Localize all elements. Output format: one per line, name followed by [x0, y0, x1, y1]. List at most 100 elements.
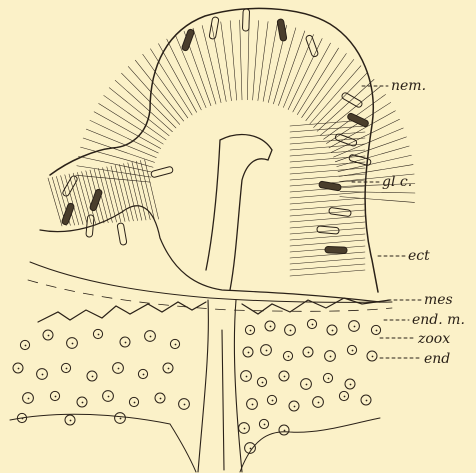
ectoderm-hatch-line	[335, 137, 406, 162]
label-gland-cell: gl c.	[382, 175, 412, 189]
ectoderm-hatch-line	[297, 48, 338, 115]
zooxanthella-nucleus	[108, 396, 110, 398]
ectoderm-hatch-line	[135, 60, 183, 121]
ectoderm-hatch-line	[124, 164, 138, 221]
ectoderm-hatch-line	[202, 25, 221, 102]
ectoderm-hatch-line	[290, 162, 365, 168]
nematocyst-capsule	[61, 203, 75, 226]
zooxanthella-nucleus	[248, 352, 250, 354]
ectoderm-hatch-line	[290, 204, 365, 210]
nematocyst-capsule	[242, 9, 249, 31]
endoderm-membrane	[38, 298, 390, 322]
zooxanthella-nucleus	[48, 335, 50, 337]
zooxanthellae-cells	[13, 319, 381, 453]
axial-canal	[206, 135, 272, 290]
ectoderm-hatch-line	[103, 168, 117, 223]
ectoderm-hatch-line	[290, 198, 365, 204]
zooxanthella-nucleus	[72, 343, 74, 345]
zooxanthella-nucleus	[352, 350, 354, 352]
zooxanthella-nucleus	[82, 402, 84, 404]
ectoderm-hatch-line	[290, 216, 365, 222]
zooxanthella-nucleus	[250, 448, 252, 450]
ectoderm-hatch-line	[290, 234, 365, 240]
ectoderm-hatch-line	[263, 23, 277, 101]
zooxanthella-nucleus	[266, 350, 268, 352]
nematocyst-capsule	[181, 29, 195, 52]
zooxanthella-nucleus	[376, 330, 378, 332]
ectoderm-hatch-line	[290, 210, 365, 216]
ectoderm-hatch-line	[290, 270, 365, 276]
zooxanthella-nucleus	[284, 430, 286, 432]
label-zooxanthellae: zoox	[418, 332, 450, 346]
zooxanthella-nucleus	[28, 398, 30, 400]
ectoderm-hatch-line	[283, 34, 313, 107]
nematocyst-capsule	[277, 19, 287, 42]
ectoderm-hatch-line	[253, 21, 259, 100]
ectoderm-hatch-line	[111, 166, 125, 222]
zooxanthella-nucleus	[55, 396, 57, 398]
ectoderm-hatch-line	[94, 112, 161, 149]
ectoderm-hatch-line	[290, 168, 365, 174]
ectoderm-hatch-line	[290, 240, 365, 246]
zooxanthella-nucleus	[306, 384, 308, 386]
ectoderm-hatching	[48, 20, 415, 276]
nematocyst-capsule	[117, 223, 127, 246]
zooxanthella-nucleus	[354, 326, 356, 328]
zooxanthella-nucleus	[250, 330, 252, 332]
ectoderm-hatch-line	[290, 126, 365, 132]
zooxanthella-nucleus	[308, 352, 310, 354]
zooxanthella-nucleus	[160, 398, 162, 400]
zooxanthella-nucleus	[294, 406, 296, 408]
ectoderm-hatch-line	[128, 163, 142, 221]
zooxanthella-nucleus	[246, 376, 248, 378]
zooxanthella-nucleus	[66, 368, 68, 370]
zooxanthella-nucleus	[25, 345, 27, 347]
zooxanthella-nucleus	[134, 402, 136, 404]
ectoderm-hatch-line	[78, 156, 152, 172]
ectoderm-hatch-line	[80, 147, 153, 167]
ectoderm-hatch-line	[48, 178, 62, 226]
ectoderm-hatch-line	[290, 264, 365, 270]
ectoderm-hatch-line	[340, 192, 415, 193]
zooxanthella-nucleus	[175, 344, 177, 346]
ectoderm-hatch-line	[230, 21, 237, 100]
zooxanthella-nucleus	[70, 420, 72, 422]
ectoderm-hatch-line	[290, 192, 365, 198]
zooxanthella-nucleus	[150, 336, 152, 338]
nematocyst-capsule	[305, 35, 319, 58]
ectoderm-hatch-line	[290, 156, 365, 162]
zooxanthella-nucleus	[42, 374, 44, 376]
zooxanthella-nucleus	[330, 356, 332, 358]
zooxanthella-nucleus	[18, 368, 20, 370]
zooxanthella-nucleus	[264, 424, 266, 426]
ectoderm-hatch-line	[90, 120, 158, 153]
zooxanthella-nucleus	[290, 330, 292, 332]
zooxanthella-nucleus	[143, 374, 145, 376]
zooxanthella-nucleus	[98, 334, 100, 336]
zooxanthella-nucleus	[168, 368, 170, 370]
ectoderm-hatch-line	[340, 197, 415, 203]
ectoderm-hatch-line	[240, 20, 242, 100]
ectoderm-hatch-line	[73, 173, 87, 224]
nematocyst-capsule	[341, 92, 363, 109]
nematocyst-capsule	[151, 166, 174, 178]
ectoderm-hatch-line	[77, 172, 91, 224]
ectoderm-hatch-line	[290, 132, 365, 138]
ectoderm-hatch-line	[329, 111, 395, 148]
ectoderm-hatch-line	[211, 23, 226, 101]
ectoderm-hatch-line	[247, 20, 249, 100]
zooxanthella-nucleus	[120, 418, 122, 420]
label-endoderm-membrane: end. m.	[412, 313, 465, 327]
zooxanthella-nucleus	[288, 356, 290, 358]
zooxanthella-nucleus	[328, 378, 330, 380]
central-stalk	[198, 300, 242, 472]
zooxanthella-nucleus	[252, 404, 254, 406]
mesogloea-line-1	[30, 262, 392, 302]
zooxanthella-nucleus	[284, 376, 286, 378]
ectoderm-hatch-line	[258, 22, 268, 101]
zooxanthella-nucleus	[92, 376, 94, 378]
nematocyst-capsule	[317, 226, 339, 234]
ectoderm-hatch-line	[76, 175, 151, 182]
